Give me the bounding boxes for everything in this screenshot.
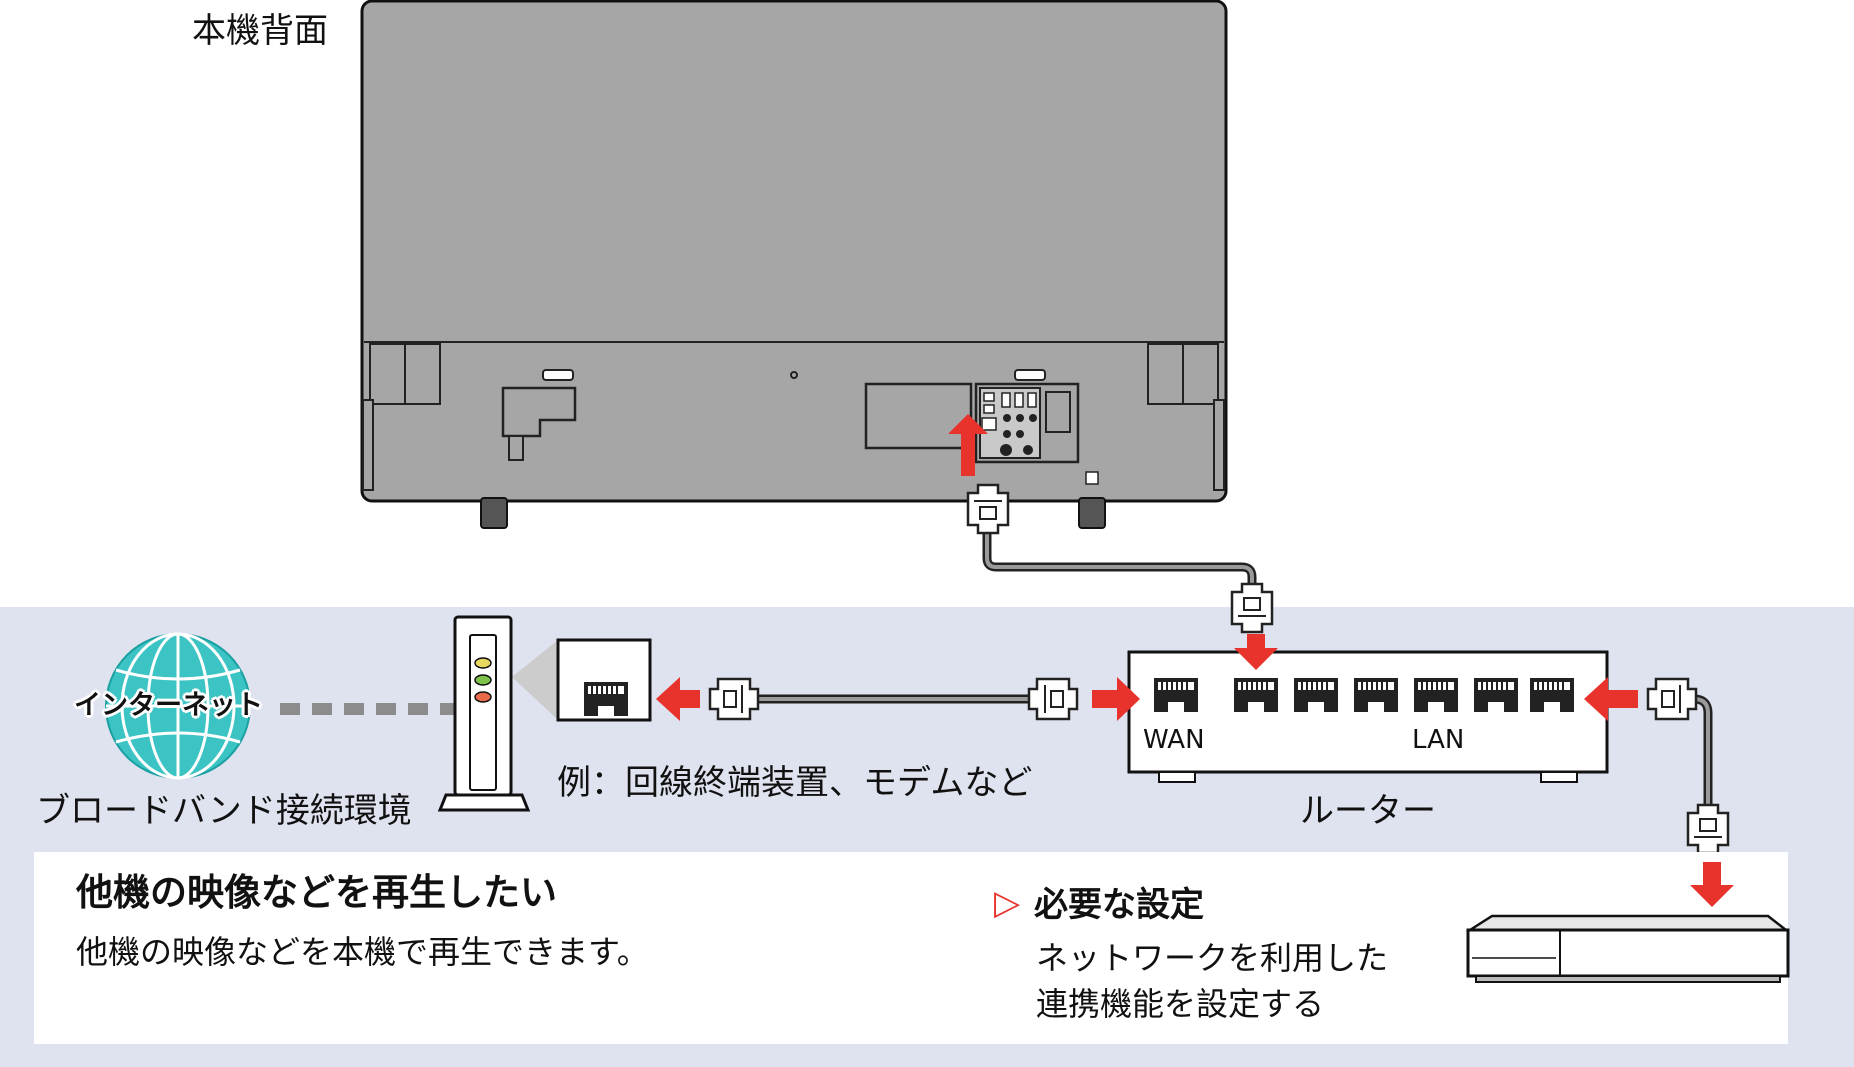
recorder-illustration [1465,914,1790,983]
info-title: 他機の映像などを再生したい [76,871,557,914]
lan-port-2 [1293,677,1339,713]
tv-back-illustration [360,0,1228,529]
lan-label: LAN [1412,725,1465,755]
recorder-plug [1686,803,1730,855]
tv-back-label: 本機背面 [192,11,328,51]
modem-example-label: 例：回線終端装置、モデムなど [557,763,1033,803]
lan-port-4 [1413,677,1459,713]
tv-lan-plug [966,483,1010,535]
router-top-arrow [1234,634,1278,670]
tv-lan-arrow [948,414,988,476]
modem-arrow [656,677,700,721]
router-wan-plug [1027,677,1079,721]
settings-title: 必要な設定 [1034,885,1204,925]
router-lan-plug-top [1230,582,1274,634]
wan-label: WAN [1143,725,1205,755]
settings-marker-icon: ▷ [994,883,1021,923]
info-description: 他機の映像などを本機で再生できます。 [76,933,649,971]
modem-illustration [437,615,652,812]
lan-port-1 [1233,677,1279,713]
lan-port-6 [1529,677,1575,713]
wan-port [1153,677,1199,713]
router-wan-arrow [1092,677,1140,721]
globe-icon [105,632,251,780]
lan-port-5 [1473,677,1519,713]
settings-body: ネットワークを利用した 連携機能を設定する [1036,939,1389,1023]
broadband-label: ブロードバンド接続環境 [36,791,412,831]
modem-side-plug [708,677,760,721]
internet-label: インターネット [74,690,263,721]
router-lan-plug-right [1646,677,1698,721]
router-lan-arrow [1584,677,1638,721]
recorder-arrow [1690,862,1734,907]
lan-port-3 [1353,677,1399,713]
router-illustration [1127,650,1609,783]
router-label: ルーター [1300,791,1436,831]
